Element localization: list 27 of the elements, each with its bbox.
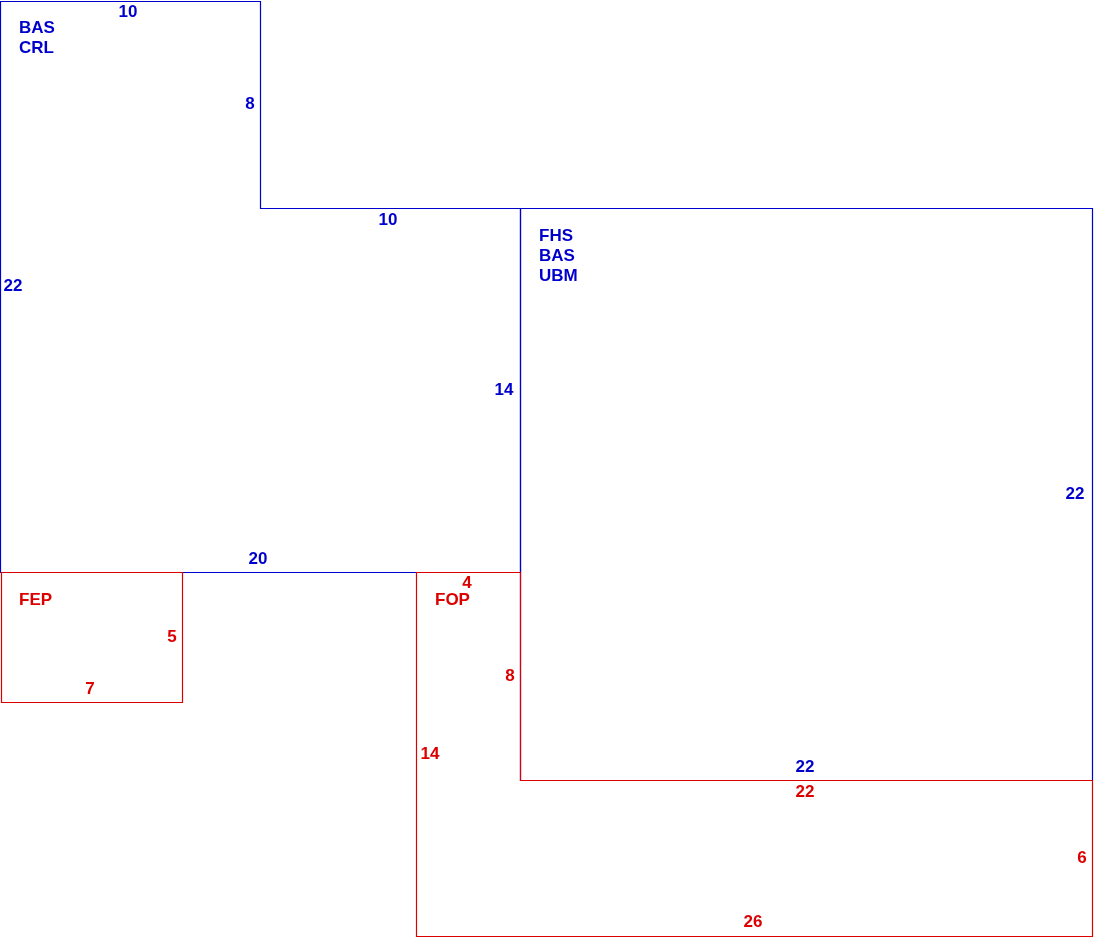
dimension-label: 22 [795,783,815,801]
area-code: BAS [19,18,55,38]
dimension-label: 8 [505,667,515,685]
dimension-label: 14 [420,745,440,763]
floor-area-outline [0,1,520,572]
dimension-label: 10 [118,3,138,21]
dimension-label: 6 [1077,849,1087,867]
dimension-label: 10 [378,211,398,229]
dimension-label: 5 [167,628,177,646]
area-code: CRL [19,38,54,58]
floor-area-outline [520,208,1092,780]
dimension-label: 22 [795,758,815,776]
floor-area-outline [416,572,1092,936]
dimension-label: 22 [3,277,23,295]
floor-area-outline [1,572,182,702]
area-code: FHS [539,226,573,246]
dimension-label: 26 [743,913,763,931]
dimension-label: 22 [1065,485,1085,503]
area-code: FOP [435,590,470,610]
area-code: FEP [19,590,53,610]
area-code: BAS [539,246,575,266]
dimension-label: 4 [462,574,472,592]
dimension-label: 14 [494,381,514,399]
area-code: UBM [539,266,578,286]
dimension-label: 7 [85,680,95,698]
dimension-label: 20 [248,550,268,568]
dimension-label: 8 [245,95,255,113]
